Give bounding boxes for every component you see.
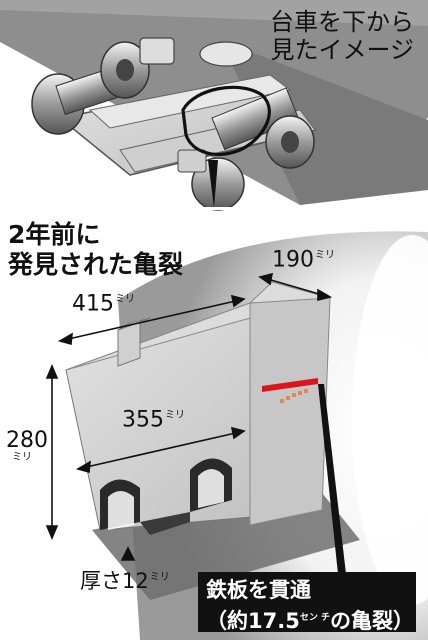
- crack-line: [262, 378, 318, 392]
- crack-extension: [280, 389, 308, 403]
- callout-line2-unit: セン チ: [299, 613, 330, 623]
- dim-label-190: 190ミリ: [272, 244, 335, 272]
- highlight-loop: [181, 85, 271, 156]
- dim-unit-415: ミリ: [115, 294, 135, 305]
- callout-line2-suffix: の亀裂）: [329, 609, 414, 633]
- thickness-label: 厚さ12ミリ: [80, 566, 170, 593]
- thickness-marker: [120, 546, 136, 561]
- dim-line-415: [63, 299, 241, 341]
- dim-line-355: [81, 431, 241, 469]
- dim-value-415: 415: [72, 291, 114, 317]
- bogie-top-view: [0, 0, 428, 211]
- callout-line1: 鉄板を貫通: [206, 578, 311, 602]
- suspension-parts: [139, 37, 253, 173]
- pointer-line: [208, 160, 218, 208]
- frame-legs: [100, 458, 232, 535]
- wheelset-left: [31, 41, 150, 135]
- dim-unit-190: ミリ: [315, 250, 335, 261]
- crack-callout: 鉄板を貫通 （約17.5セン チの亀裂）: [198, 572, 416, 635]
- headline: 2年前に 発見された亀裂: [8, 220, 183, 280]
- callout-leader: [318, 384, 346, 574]
- callout-line2-prefix: （約17.5: [206, 609, 300, 633]
- bogie-closeup: [45, 231, 428, 640]
- dim-unit-355: ミリ: [165, 410, 185, 421]
- frame-end-face: [249, 297, 331, 526]
- thickness-prefix: 厚さ: [80, 569, 122, 593]
- callout-line2: （約17.5セン チの亀裂）: [206, 604, 414, 635]
- dim-value-190: 190: [272, 247, 314, 273]
- thickness-unit: ミリ: [149, 572, 170, 583]
- dimension-lines: [45, 272, 333, 561]
- dim-value-355: 355: [122, 407, 164, 433]
- dim-unit-280: ミリ: [12, 452, 32, 463]
- dim-line-190: [263, 277, 327, 297]
- dim-label-415: 415ミリ: [72, 288, 135, 316]
- headline-line2: 発見された亀裂: [8, 250, 184, 279]
- view-caption-line1: 台車を下から: [270, 8, 414, 36]
- dim-label-280: 280 ミリ: [6, 430, 48, 464]
- thickness-value: 12: [122, 569, 149, 593]
- view-caption: 台車を下から 見たイメージ: [270, 8, 414, 64]
- view-caption-line2: 見たイメージ: [270, 36, 414, 64]
- dim-value-280: 280: [6, 428, 48, 453]
- headline-line1: 2年前に: [8, 220, 101, 249]
- dim-label-355: 355ミリ: [122, 404, 185, 432]
